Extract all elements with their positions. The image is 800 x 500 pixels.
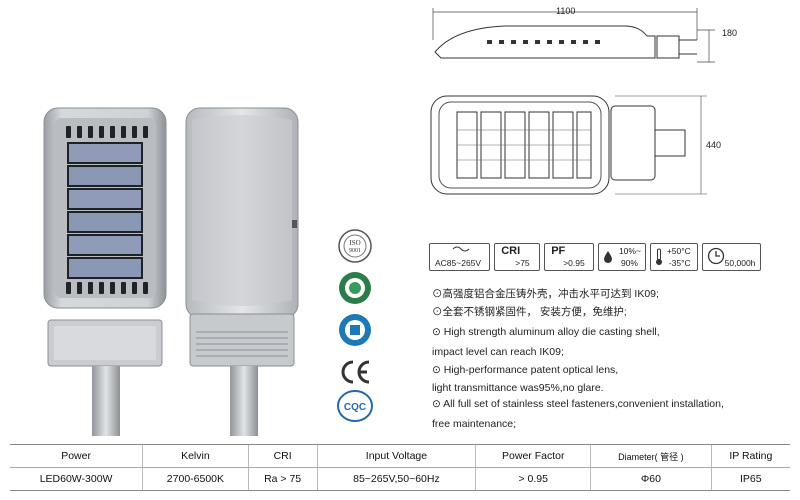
voltage-spec: AC85~265V bbox=[429, 243, 491, 271]
feature-line-1: ⊙高强度铝合金压铸外壳，冲击水平可达到 IK09; bbox=[432, 288, 659, 300]
header-cri: CRI bbox=[247, 444, 318, 468]
header-power: Power bbox=[10, 444, 143, 468]
sine-wave-icon bbox=[452, 245, 470, 255]
lifetime-value: 50,000h bbox=[724, 258, 756, 268]
humidity-low: 10%~ bbox=[618, 246, 641, 256]
header-kelvin: Kelvin bbox=[142, 444, 249, 468]
table-row: LED60W-300W 2700-6500K Ra > 75 85~265V,5… bbox=[10, 467, 790, 491]
cri-spec: CRI >75 bbox=[494, 243, 541, 271]
pf-value: >0.95 bbox=[563, 258, 585, 268]
temp-high: +50°C bbox=[666, 246, 691, 256]
feature-line-8: free maintenance; bbox=[432, 418, 517, 430]
cell-ip-rating: IP65 bbox=[710, 467, 790, 491]
cqc-mark-icon: CQC bbox=[335, 388, 375, 424]
voltage-value: AC85~265V bbox=[435, 258, 482, 268]
feature-line-3: ⊙ High strength aluminum alloy die casti… bbox=[432, 326, 660, 338]
svg-text:9001: 9001 bbox=[349, 248, 361, 254]
feature-line-4: impact level can reach IK09; bbox=[432, 346, 564, 358]
top-view-drawing bbox=[425, 90, 725, 200]
front-view-photo bbox=[40, 100, 170, 440]
humidity-spec: 10%~ 90% bbox=[597, 243, 646, 271]
temp-low: -35°C bbox=[668, 258, 691, 268]
pf-spec: PF >0.95 bbox=[544, 243, 594, 271]
feature-line-2: ⊙全套不锈钢紧固件， 安装方便，免维护; bbox=[432, 306, 627, 318]
table-header-row: Power Kelvin CRI Input Voltage Power Fac… bbox=[10, 444, 790, 468]
cell-power-factor: > 0.95 bbox=[475, 467, 591, 491]
back-view-photo bbox=[182, 100, 302, 440]
iso9001-seal-icon: ISO 9001 bbox=[335, 228, 375, 264]
spec-table: Power Kelvin CRI Input Voltage Power Fac… bbox=[10, 444, 790, 491]
header-input-voltage: Input Voltage bbox=[316, 444, 476, 468]
lifetime-spec: 50,000h bbox=[701, 243, 761, 271]
cell-diameter: Φ60 bbox=[590, 467, 712, 491]
quality-seal-icon bbox=[335, 312, 375, 348]
environmental-seal-icon bbox=[335, 270, 375, 306]
dim-length-label: 1100 bbox=[556, 6, 576, 16]
cell-input-voltage: 85~265V,50~60Hz bbox=[316, 467, 476, 491]
cri-title: CRI bbox=[501, 245, 521, 257]
cri-value: >75 bbox=[515, 258, 530, 268]
cell-kelvin: 2700-6500K bbox=[142, 467, 249, 491]
spec-icon-row: AC85~265V CRI >75 PF >0.95 10%~ 90% +50°… bbox=[429, 243, 761, 271]
humidity-high: 90% bbox=[620, 258, 638, 268]
temperature-spec: +50°C -35°C bbox=[649, 243, 698, 271]
svg-text:ISO: ISO bbox=[349, 239, 360, 247]
feature-line-7: ⊙ All full set of stainless steel fasten… bbox=[432, 398, 724, 410]
header-power-factor: Power Factor bbox=[475, 444, 591, 468]
feature-line-5: ⊙ High-performance patent optical lens, bbox=[432, 364, 619, 376]
dim-height-label: 180 bbox=[722, 28, 738, 38]
pf-title: PF bbox=[551, 245, 566, 257]
ce-mark-icon bbox=[335, 354, 375, 390]
thermometer-icon bbox=[655, 248, 663, 268]
cell-cri: Ra > 75 bbox=[247, 467, 318, 491]
feature-line-6: light transmittance was95%,no glare. bbox=[432, 382, 604, 394]
side-view-drawing bbox=[425, 0, 725, 80]
header-diameter: Diameter( 管径 ) bbox=[590, 444, 712, 468]
water-drop-icon bbox=[603, 250, 613, 266]
dim-width-label: 440 bbox=[706, 140, 722, 150]
svg-text:CQC: CQC bbox=[344, 402, 366, 413]
header-ip-rating: IP Rating bbox=[710, 444, 790, 468]
clock-icon bbox=[707, 247, 725, 267]
cell-power: LED60W-300W bbox=[10, 467, 143, 491]
